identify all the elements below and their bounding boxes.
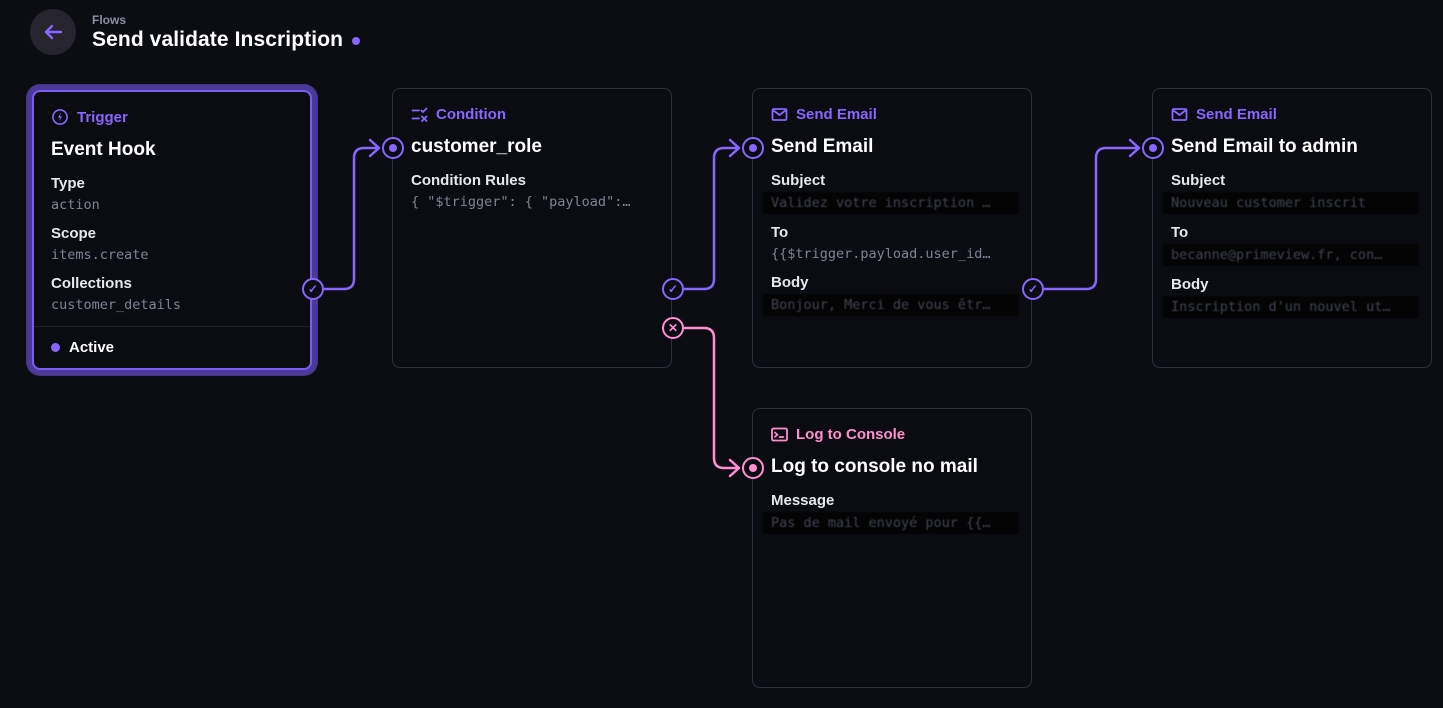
node-log-to-console[interactable]: Log to Console Log to console no mail Me… (752, 408, 1032, 688)
app-header: Flows Send validate Inscription (0, 0, 1443, 64)
field-value-redacted: Nouveau customer inscrit (1163, 192, 1419, 214)
edge-condition-reject-to-log (682, 326, 739, 470)
field-value: customer_details (51, 297, 182, 313)
edge-arrowhead (728, 458, 741, 478)
field-value: {{$trigger.payload.user_id… (771, 246, 991, 262)
field-value-redacted: Bonjour, Merci de vous êtr… (763, 294, 1019, 316)
input-dot (1149, 144, 1157, 152)
bolt-icon (52, 109, 68, 125)
field-label: Subject (1171, 172, 1226, 189)
field-value-redacted: Inscription d'un nouvel ut… (1163, 296, 1419, 318)
node-title: Send Email (771, 136, 874, 157)
condition-reject-connector[interactable]: ✕ (662, 317, 684, 339)
field-value-redacted: becanne@primeview.fr, con… (1163, 244, 1419, 266)
edge-send-email-to-admin (1042, 146, 1139, 291)
field-value: { "$trigger": { "payload":… (411, 194, 631, 210)
edge-condition-resolve-to-send-email (682, 146, 739, 291)
field-value-redacted: Pas de mail envoyé pour {{… (763, 512, 1019, 534)
field-label: Body (1171, 276, 1209, 293)
condition-input-connector[interactable] (382, 137, 404, 159)
node-type-label: Send Email (796, 106, 877, 123)
node-send-email-admin[interactable]: Send Email Send Email to admin Subject N… (1152, 88, 1432, 368)
node-title: customer_role (411, 136, 542, 157)
field-label: Condition Rules (411, 172, 526, 189)
condition-resolve-connector[interactable]: ✓ (662, 278, 684, 300)
node-type-label: Send Email (1196, 106, 1277, 123)
terminal-icon (771, 427, 788, 442)
input-dot (749, 144, 757, 152)
send-email-input-connector[interactable] (742, 137, 764, 159)
send-email-admin-input-connector[interactable] (1142, 137, 1164, 159)
field-label: Scope (51, 225, 97, 242)
input-dot (389, 144, 397, 152)
input-dot (749, 464, 757, 472)
edge-arrowhead (1128, 138, 1141, 158)
node-send-email[interactable]: Send Email Send Email Subject Validez vo… (752, 88, 1032, 368)
send-email-resolve-connector[interactable]: ✓ (1022, 278, 1044, 300)
trigger-resolve-connector[interactable]: ✓ (302, 278, 324, 300)
edge-trigger-to-condition (322, 146, 379, 291)
log-input-connector[interactable] (742, 457, 764, 479)
node-title: Log to console no mail (771, 456, 978, 477)
node-type-label: Condition (436, 106, 506, 123)
field-label: Message (771, 492, 835, 509)
node-type-label: Log to Console (796, 426, 906, 443)
email-icon (1171, 108, 1188, 121)
email-icon (771, 108, 788, 121)
active-status-dot (51, 343, 60, 352)
edge-arrowhead (368, 138, 381, 158)
page-title: Send validate Inscription (92, 27, 344, 51)
rule-icon (411, 107, 428, 122)
field-label: To (1171, 224, 1189, 241)
edge-arrowhead (728, 138, 741, 158)
back-button[interactable] (30, 9, 76, 55)
arrow-left-icon (44, 24, 63, 40)
node-title: Send Email to admin (1171, 136, 1358, 157)
node-type-label: Trigger (77, 108, 128, 126)
node-condition[interactable]: Condition customer_role Condition Rules … (392, 88, 672, 368)
node-trigger[interactable]: Trigger Event Hook Type action Scope ite… (32, 90, 312, 370)
unsaved-indicator-dot (352, 37, 361, 45)
node-title: Event Hook (51, 139, 156, 160)
field-label: Subject (771, 172, 826, 189)
trigger-status: Active (34, 326, 310, 368)
field-value: action (51, 197, 100, 213)
breadcrumb[interactable]: Flows (92, 12, 127, 27)
field-label: To (771, 224, 789, 241)
status-label: Active (69, 339, 115, 356)
field-label: Collections (51, 275, 132, 292)
field-value: items.create (51, 247, 149, 263)
field-value-redacted: Validez votre inscription … (763, 192, 1019, 214)
field-label: Body (771, 274, 809, 291)
field-label: Type (51, 175, 85, 192)
